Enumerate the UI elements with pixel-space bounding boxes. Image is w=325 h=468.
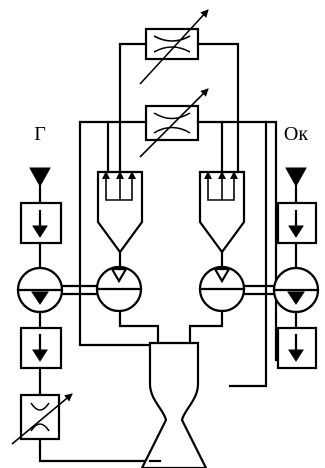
right-tp-to-chamber: [188, 309, 224, 345]
fuel-label: Г: [34, 123, 46, 145]
fuel-to-nozzle-line: [38, 437, 152, 463]
lower-reg-left-pipe: [78, 120, 152, 347]
left-turbopump-icon: [95, 265, 143, 313]
oxidizer-tank-valve: [276, 201, 318, 245]
fuel-tank-valve: [19, 201, 63, 245]
fuel-valve-lower: [19, 326, 63, 370]
fuel-pump-icon: [16, 266, 64, 314]
upper-reg-left-pipe: [118, 42, 148, 174]
lower-regulator-icon: [139, 88, 209, 158]
oxidizer-pump-icon: [272, 266, 320, 314]
upper-reg-right-pipe: [196, 42, 240, 174]
left-tp-to-chamber: [118, 309, 160, 345]
upper-regulator-icon: [139, 9, 209, 85]
right-gas-generator: [198, 170, 246, 254]
right-turbopump-icon: [198, 265, 246, 313]
oxidizer-valve-lower: [276, 326, 318, 370]
fuel-inlet-icon: [29, 167, 51, 205]
left-gas-generator: [96, 170, 144, 254]
oxidizer-label: Ок: [284, 123, 308, 145]
ox-return-pipe: [228, 120, 268, 388]
oxidizer-inlet-icon: [285, 167, 307, 205]
combustion-chamber-nozzle: [140, 341, 208, 468]
fuel-throttle-icon: [11, 393, 73, 445]
